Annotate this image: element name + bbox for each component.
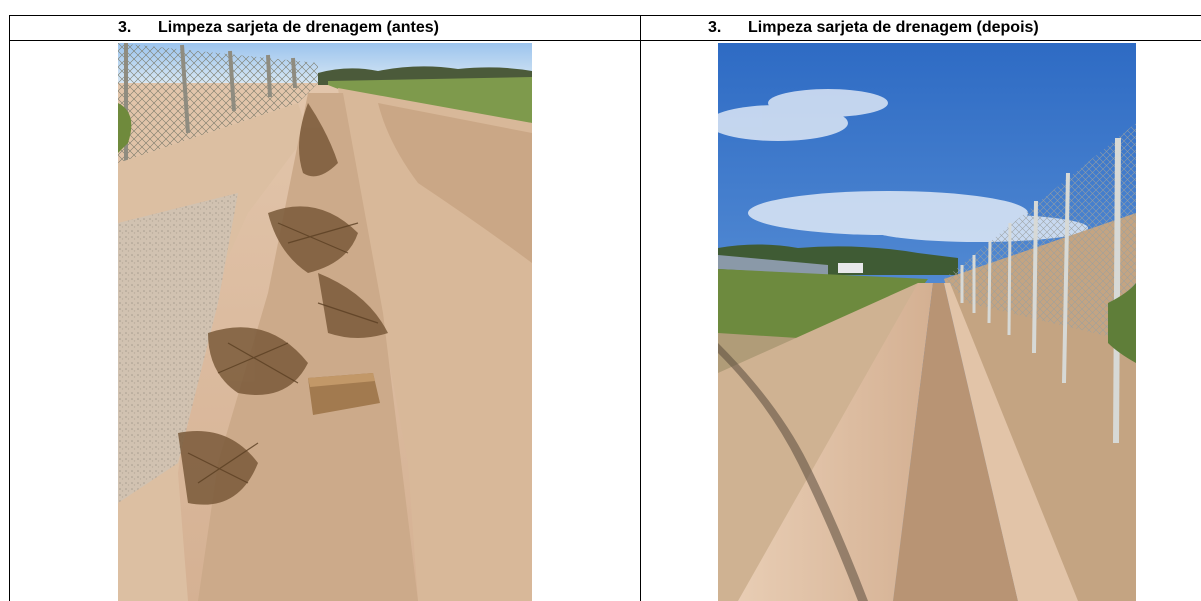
photo-before-illustration (118, 43, 532, 601)
header-before-title: Limpeza sarjeta de drenagem (antes) (158, 19, 439, 36)
header-row-divider (9, 40, 1201, 41)
header-after: 3. Limpeza sarjeta de drenagem (depois) (708, 16, 1039, 40)
header-after-number: 3. (708, 19, 722, 36)
header-after-title: Limpeza sarjeta de drenagem (depois) (748, 19, 1039, 36)
report-table (9, 15, 1201, 601)
photo-after-illustration (718, 43, 1136, 601)
header-before-number: 3. (118, 19, 132, 36)
photo-after-cleaning (718, 43, 1136, 601)
column-divider (640, 15, 641, 601)
photo-before-cleaning (118, 43, 532, 601)
header-before: 3. Limpeza sarjeta de drenagem (antes) (118, 16, 439, 40)
